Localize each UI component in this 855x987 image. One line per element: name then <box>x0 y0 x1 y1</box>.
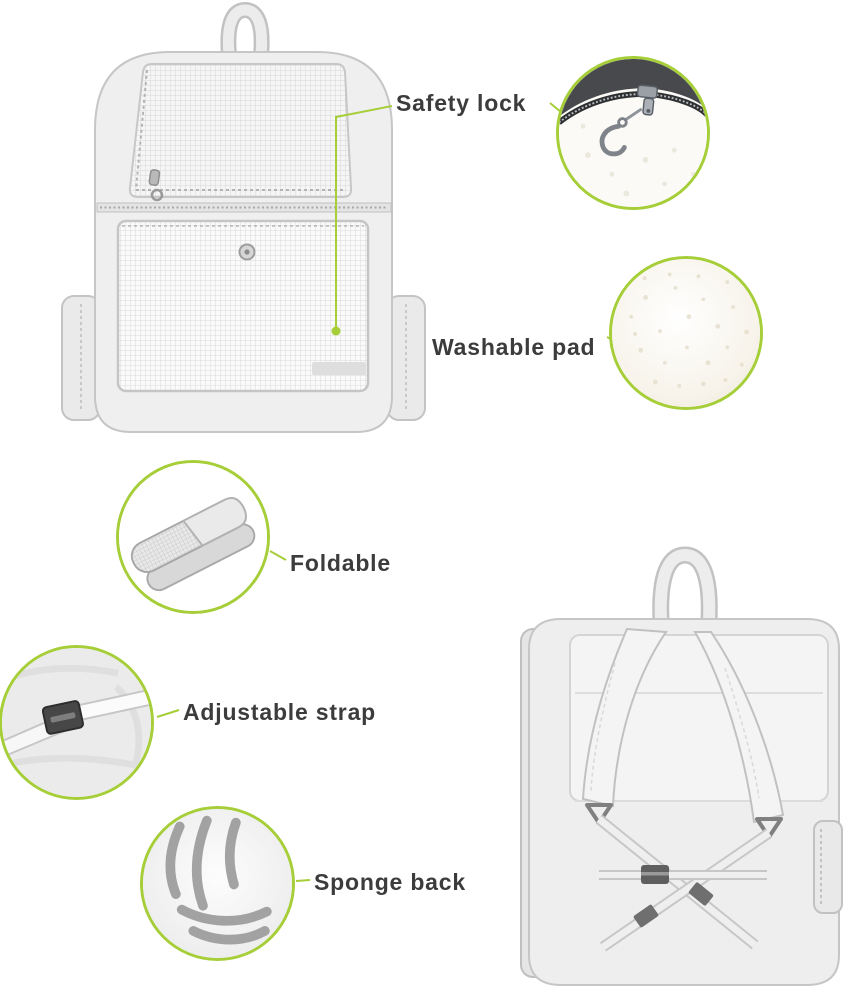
adjustable-strap-connector <box>156 709 180 718</box>
back-body <box>528 618 840 986</box>
safety-lock-label: Safety lock <box>396 90 527 116</box>
adjustable-strap-detail-circle <box>0 645 154 800</box>
folded-carrier-icon <box>130 497 256 592</box>
sponge-back-connector <box>295 879 311 882</box>
front-top-mesh-panel <box>128 63 353 198</box>
front-top-zipper-pull-icon <box>148 169 164 202</box>
safety-lock-detail-circle <box>556 56 710 210</box>
back-shoulder-strap-right <box>693 631 785 824</box>
fabric-folds <box>2 665 150 772</box>
back-strap-buckle-icons <box>633 865 714 928</box>
pad-texture-speckles <box>629 272 749 388</box>
fleece-speckles <box>580 123 696 197</box>
washable-pad-detail-circle <box>609 256 763 410</box>
front-handle <box>220 1 270 66</box>
foldable-detail-image <box>119 463 267 611</box>
foldable-detail-circle <box>116 460 270 614</box>
washable-pad-label: Washable pad <box>432 334 596 360</box>
backpack-back-view-illustration <box>520 546 843 986</box>
front-horizontal-zipper <box>96 202 392 213</box>
backpack-front-view-illustration <box>61 1 426 433</box>
front-grommet-icon <box>238 243 256 261</box>
safety-hook-icon <box>599 107 643 157</box>
foldable-connector <box>269 550 287 561</box>
sponge-back-label: Sponge back <box>314 869 466 895</box>
sponge-grooves <box>165 815 272 945</box>
adjustable-strap-detail-image <box>2 648 151 797</box>
safety-lock-detail-image <box>559 59 707 207</box>
back-shoulder-strap-left <box>581 627 668 808</box>
back-webbing-straps <box>595 814 773 952</box>
front-logo-patch <box>312 362 366 375</box>
washable-pad-detail-image <box>612 259 760 407</box>
back-d-ring-icons <box>585 803 783 839</box>
sponge-back-detail-circle <box>140 806 295 961</box>
back-handle <box>652 546 718 636</box>
adjustable-strap-label: Adjustable strap <box>183 699 377 725</box>
strap-buckle-icon <box>41 700 84 735</box>
zipper-slider-icon <box>636 84 659 116</box>
back-bottom-pocket <box>813 820 843 914</box>
foldable-label: Foldable <box>290 550 391 576</box>
sponge-back-detail-image <box>143 809 292 958</box>
